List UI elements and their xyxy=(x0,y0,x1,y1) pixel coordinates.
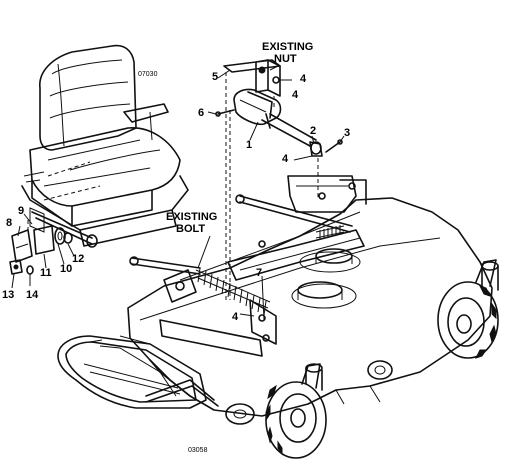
existing-bolt-label-line2: BOLT xyxy=(176,223,205,235)
callout-8: 8 xyxy=(6,217,12,229)
callout-13: 13 xyxy=(2,289,14,301)
callout-14: 14 xyxy=(26,289,39,301)
callout-5: 5 xyxy=(212,71,218,83)
upper-spring xyxy=(315,225,345,240)
rear-right-wheel xyxy=(437,259,499,359)
callout-4-nut-mid: 4 xyxy=(292,89,299,101)
text-labels: 07030 03058 EXISTING NUT EXISTING BOLT 1… xyxy=(2,41,350,454)
seat-alignment-lines xyxy=(43,161,101,201)
callout-9: 9 xyxy=(18,205,24,217)
callout-12: 12 xyxy=(72,253,84,265)
deck-reference-number: 03058 xyxy=(188,447,208,454)
mower-deck xyxy=(57,175,499,459)
callout-7: 7 xyxy=(256,267,262,279)
callout-11: 11 xyxy=(40,267,52,279)
front-roller-left xyxy=(225,403,255,425)
callout-6: 6 xyxy=(198,107,204,119)
seat-assembly xyxy=(21,44,189,248)
front-caster-wheel xyxy=(265,363,327,459)
leader-lines xyxy=(11,65,345,321)
existing-nut-label-line2: NUT xyxy=(274,53,297,65)
callout-10: 10 xyxy=(60,263,72,275)
callout-1: 1 xyxy=(246,139,252,151)
callout-4-nut-top: 4 xyxy=(300,73,307,85)
lift-actuator-assembly xyxy=(215,59,343,300)
callout-4-lower-arm: 4 xyxy=(232,311,239,323)
existing-bolt-label-line1: EXISTING xyxy=(166,211,217,223)
seat-bracket-hardware xyxy=(9,220,73,275)
front-roller-right xyxy=(367,360,393,380)
seat-reference-number: 07030 xyxy=(138,71,158,78)
callout-4-rod-end: 4 xyxy=(282,153,289,165)
callout-3: 3 xyxy=(344,127,350,139)
callout-2: 2 xyxy=(310,125,316,137)
existing-nut-label-line1: EXISTING xyxy=(262,41,313,53)
